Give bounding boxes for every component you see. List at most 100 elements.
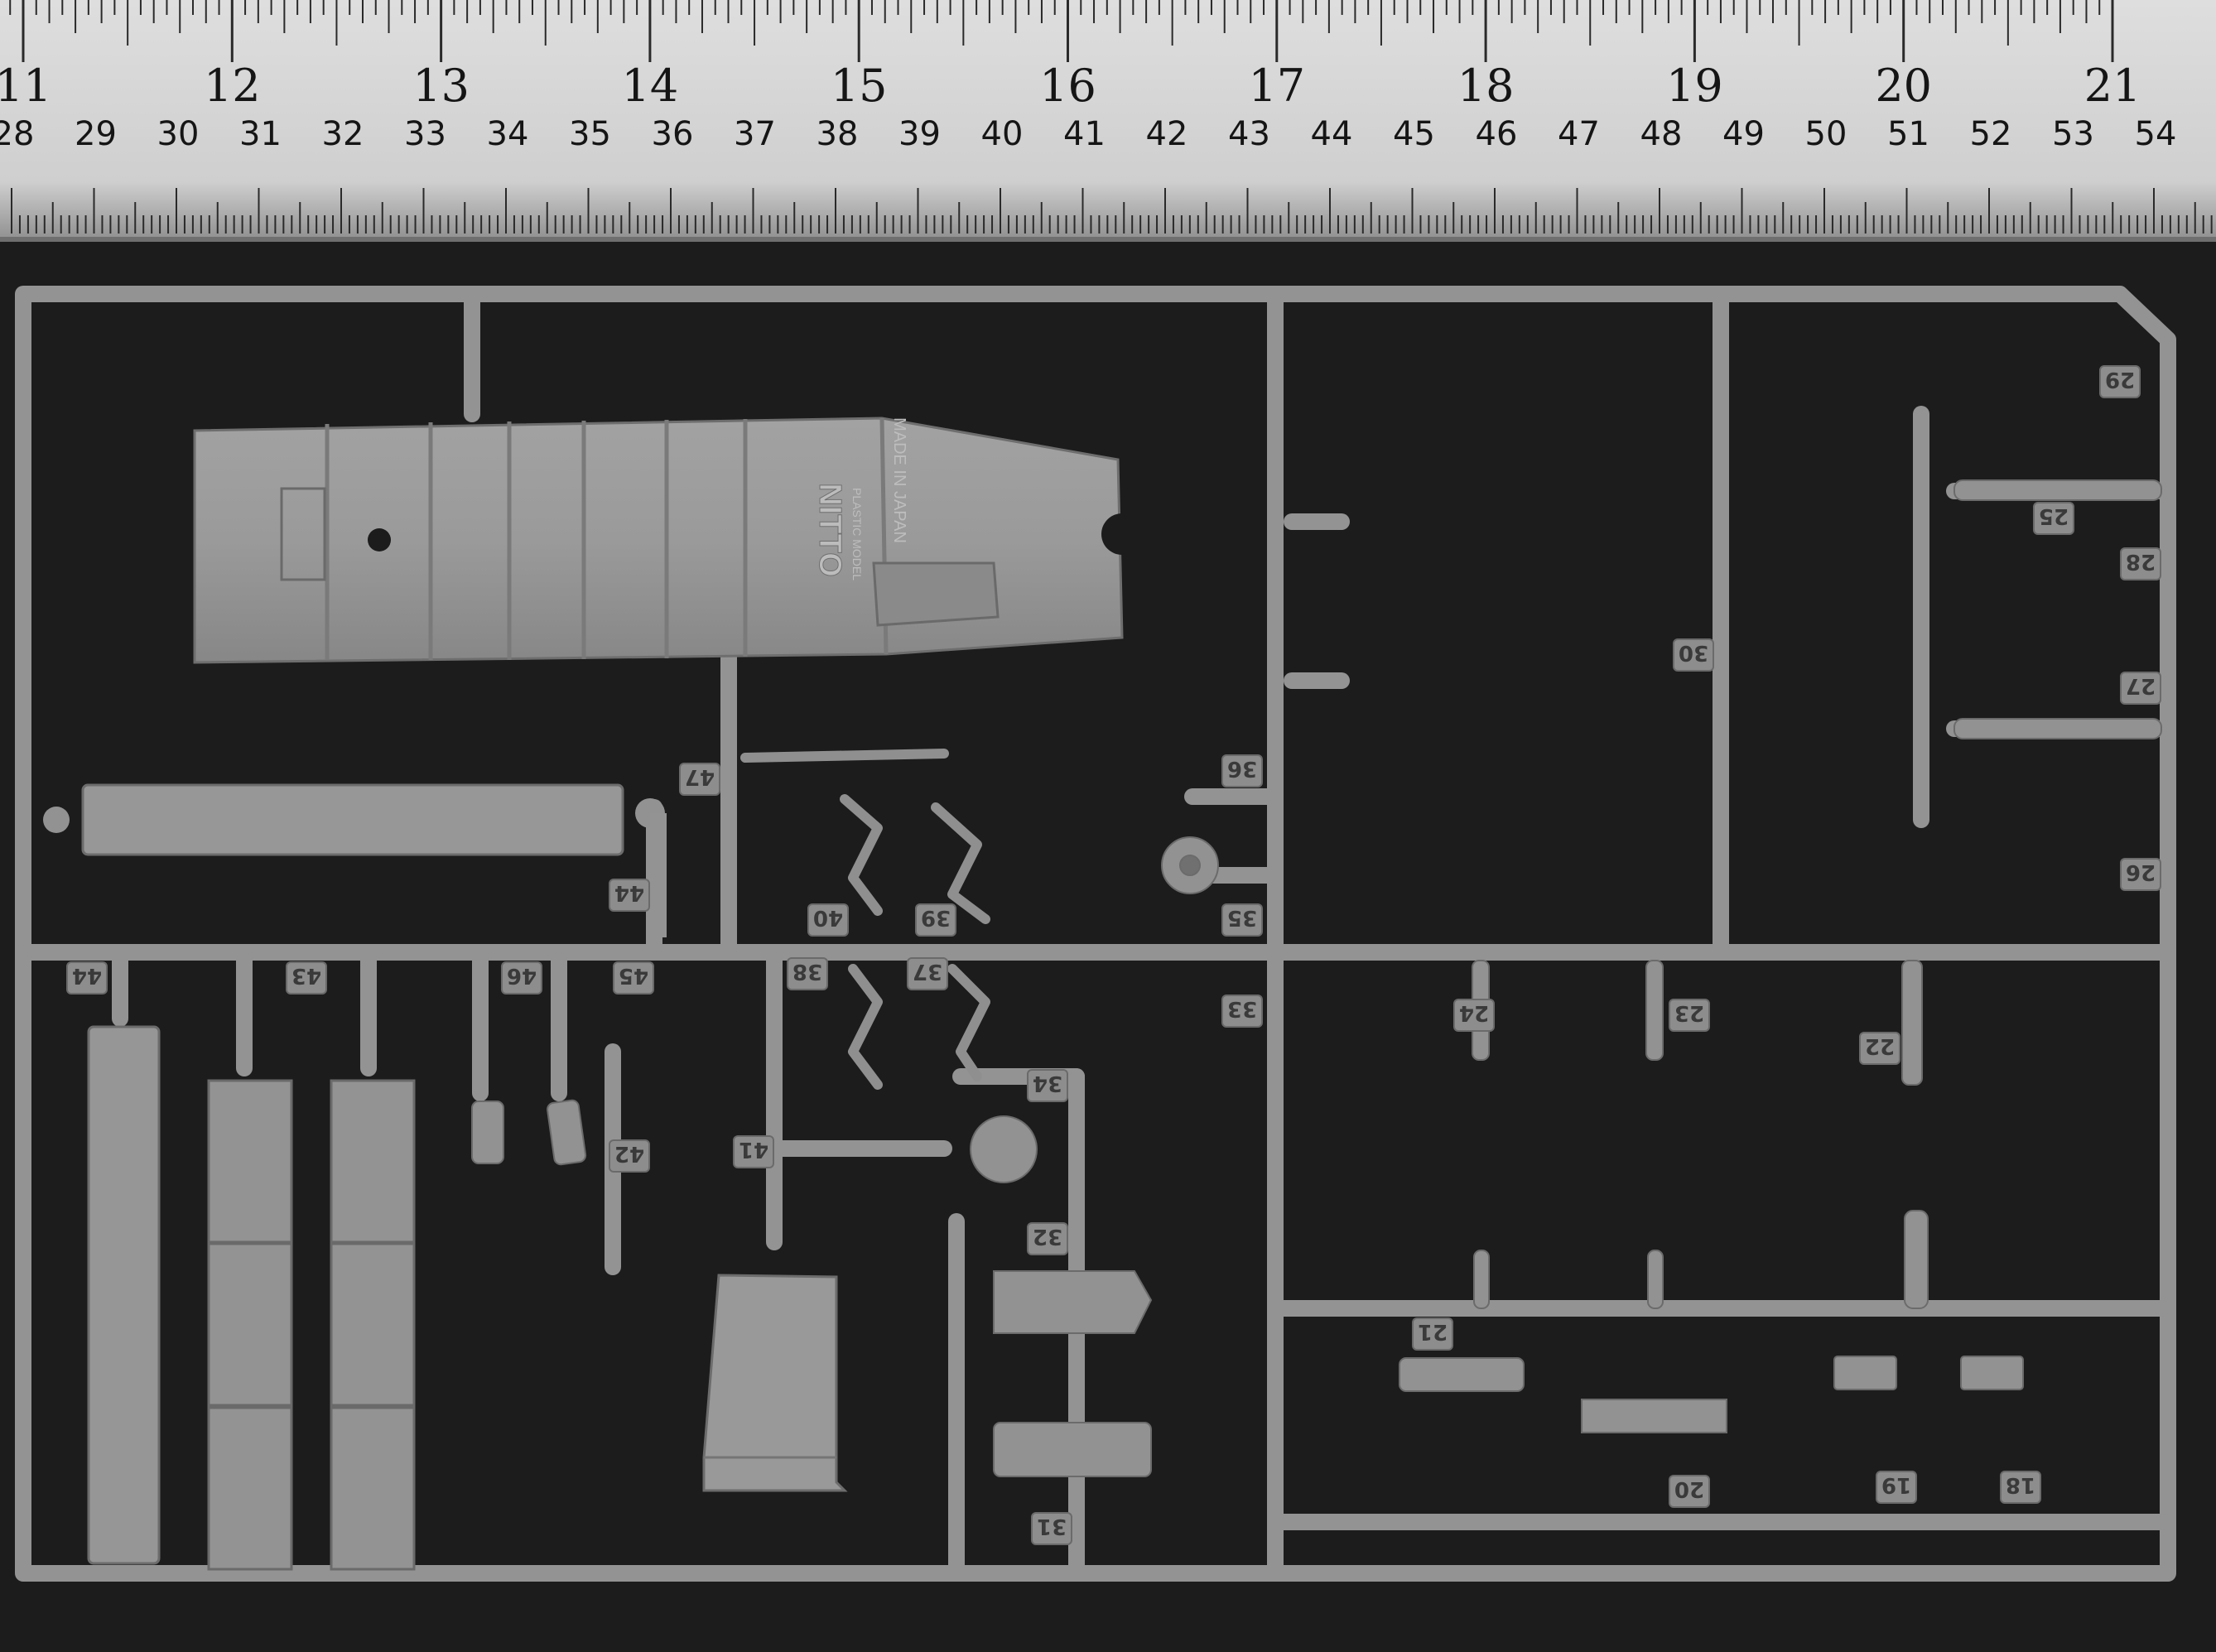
ruler-cm-label: 35 xyxy=(569,115,611,153)
part-tag-number: 27 xyxy=(2126,673,2156,698)
part-tag-41: 41 xyxy=(733,1135,774,1168)
ruler-cm-label: 40 xyxy=(981,115,1024,153)
linkage-parts xyxy=(740,749,990,1090)
ruler-cm-label: 33 xyxy=(404,115,446,153)
part-tag-22: 22 xyxy=(1859,1032,1900,1065)
ruler-cm-labels: 28 29 30 31 32 33 34 35 36 37 38 39 40 41 42 43 44 45 46 47… xyxy=(0,115,2176,153)
part-tag-number: 43 xyxy=(291,963,321,988)
part-tag-number: 47 xyxy=(685,764,715,789)
part-tag-37: 37 xyxy=(907,957,948,990)
ruler-inch-label: 19 xyxy=(1666,60,1723,112)
part-tag-number: 28 xyxy=(2126,549,2156,574)
hull-block xyxy=(872,561,1000,627)
ruler-inch-label: 16 xyxy=(1039,60,1096,112)
part-tag-number: 38 xyxy=(792,959,822,984)
part-tag-30: 30 xyxy=(1673,638,1714,672)
ruler-cm-label: 43 xyxy=(1228,115,1270,153)
part-tag-44: 44 xyxy=(609,879,650,912)
ruler-body xyxy=(0,0,2216,242)
part-tag-34: 34 xyxy=(1027,1069,1068,1102)
part-tag-18: 18 xyxy=(2000,1471,2041,1504)
part-tag-number: 40 xyxy=(813,905,843,930)
ruler-cm-label: 49 xyxy=(1722,115,1765,153)
ruler-inch-label: 13 xyxy=(412,60,470,112)
part-tag-21: 21 xyxy=(1412,1317,1453,1351)
ruler-cm-label: 29 xyxy=(75,115,117,153)
part-tag-38: 38 xyxy=(787,957,828,990)
ruler-cm-label: 51 xyxy=(1887,115,1929,153)
part-tag-39: 39 xyxy=(915,903,956,937)
hull-body xyxy=(193,417,1124,664)
ruler-cm-label: 54 xyxy=(2135,115,2177,153)
ruler-cm-label: 46 xyxy=(1476,115,1518,153)
part-tag-19: 19 xyxy=(1876,1471,1917,1504)
part-tag-number: 37 xyxy=(913,959,942,984)
part-tag-36: 36 xyxy=(1221,754,1263,787)
ruler-cm-label: 28 xyxy=(0,115,34,153)
ruler-cm-label: 32 xyxy=(322,115,364,153)
part-tag-number: 44 xyxy=(72,963,102,988)
part-tag-43: 43 xyxy=(286,961,327,995)
part-tag-number: 20 xyxy=(1674,1476,1704,1501)
ruler-inch-label: 11 xyxy=(0,60,51,112)
panel-column-left xyxy=(207,1079,293,1571)
small-parts xyxy=(471,479,2162,1477)
ruler-inch-label: 20 xyxy=(1875,60,1932,112)
ruler-inch-label: 14 xyxy=(622,60,679,112)
ruler-cm-label: 39 xyxy=(898,115,941,153)
ruler-cm-label: 38 xyxy=(817,115,859,153)
part-tag-number: 46 xyxy=(507,963,537,988)
panel-column-right xyxy=(330,1079,416,1571)
hull-hole xyxy=(368,528,391,551)
part-tag-number: 34 xyxy=(1033,1071,1062,1096)
ruler-edge xyxy=(0,237,2216,242)
part-tag-32: 32 xyxy=(1027,1222,1068,1255)
part-tag-number: 21 xyxy=(1418,1319,1448,1344)
part-tag-28: 28 xyxy=(2120,547,2161,580)
ruler-cm-label: 47 xyxy=(1558,115,1600,153)
ruler-cm-label: 42 xyxy=(1146,115,1188,153)
hull-hatch-outline xyxy=(280,487,326,581)
part-tag-number: 26 xyxy=(2126,860,2156,884)
ruler-cm-label: 36 xyxy=(652,115,694,153)
part-tag-number: 25 xyxy=(2039,503,2069,528)
long-bar-part xyxy=(43,783,667,937)
part-tag-number: 22 xyxy=(1865,1033,1895,1058)
ruler-cm-label: 31 xyxy=(239,115,282,153)
part-tag-40: 40 xyxy=(807,903,849,937)
ruler-cm-label: 48 xyxy=(1640,115,1683,153)
part-tag-42: 42 xyxy=(609,1139,650,1173)
part-tag-27: 27 xyxy=(2120,672,2161,705)
ruler-cm-label: 45 xyxy=(1393,115,1435,153)
part-tag-25: 25 xyxy=(2033,502,2074,535)
part-tag-number: 45 xyxy=(619,963,648,988)
part-tag-20: 20 xyxy=(1669,1475,1710,1508)
ruler-cm-label: 30 xyxy=(157,115,200,153)
vertical-bar-part xyxy=(87,1025,161,1565)
hull-notch xyxy=(1101,513,1122,555)
ruler-inch-label: 18 xyxy=(1457,60,1515,112)
ruler-cm-label: 53 xyxy=(2052,115,2094,153)
part-tag-24: 24 xyxy=(1453,999,1495,1032)
part-tag-46: 46 xyxy=(501,961,542,995)
part-tag-31: 31 xyxy=(1031,1512,1072,1545)
part-tag-number: 31 xyxy=(1037,1514,1067,1539)
hull-brand-subtitle: PLASTIC MODEL xyxy=(850,488,864,580)
ruler-ticks xyxy=(9,0,2213,234)
ruler-cm-label: 44 xyxy=(1311,115,1353,153)
part-tag-number: 29 xyxy=(2105,367,2135,392)
part-tag-number: 41 xyxy=(739,1137,768,1162)
ruler-cm-label: 34 xyxy=(487,115,529,153)
box-part xyxy=(702,1274,848,1492)
part-tag-number: 30 xyxy=(1679,640,1708,665)
part-tag-45: 45 xyxy=(613,961,654,995)
part-tag-number: 36 xyxy=(1227,756,1257,781)
part-tag-35: 35 xyxy=(1221,903,1263,937)
part-tag-44-secondary: 44 xyxy=(66,961,108,995)
ruler-inch-label: 21 xyxy=(2084,60,2141,112)
ruler-cm-label: 37 xyxy=(734,115,776,153)
ruler-cm-label: 41 xyxy=(1063,115,1106,153)
part-tag-number: 19 xyxy=(1881,1472,1911,1497)
